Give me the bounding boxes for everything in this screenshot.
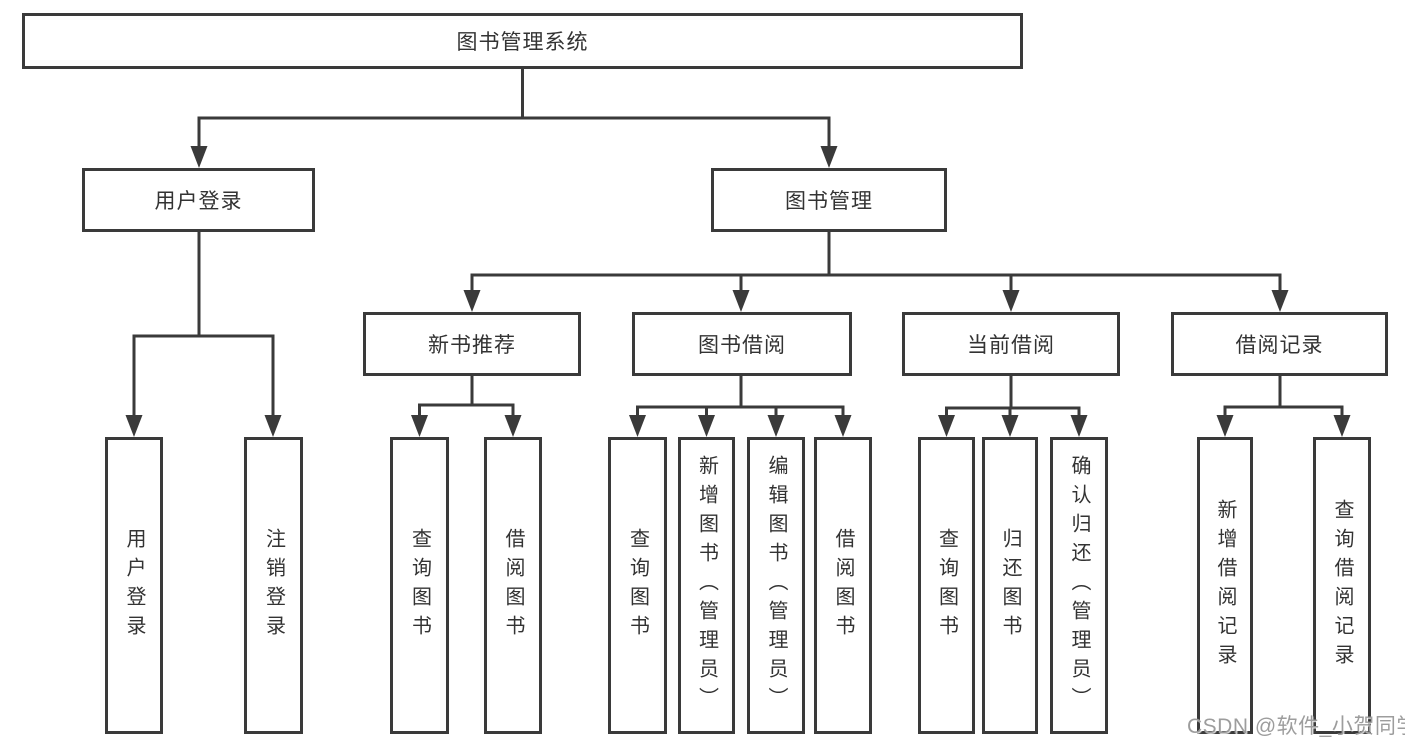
node-label: 用户登录 [123, 527, 145, 644]
node-label: 借阅图书 [832, 527, 854, 644]
leaf-query-books-borrowing: 查询图书 [608, 437, 667, 734]
node-new-book-recommend: 新书推荐 [363, 312, 581, 376]
node-book-borrowing: 图书借阅 [632, 312, 852, 376]
node-label: 查询图书 [408, 527, 431, 644]
connector-new-book-recommend-to-leaves [411, 376, 522, 437]
node-label: 借阅图书 [502, 527, 524, 644]
leaf-add-borrow-record: 新增借阅记录 [1197, 437, 1253, 734]
leaf-logout: 注销登录 [244, 437, 303, 734]
leaf-borrow-books-recommend: 借阅图书 [484, 437, 542, 734]
node-label: 新增借阅记录 [1214, 498, 1236, 673]
leaf-query-books-current: 查询图书 [918, 437, 975, 734]
connector-current-borrowing-to-leaves [938, 376, 1088, 437]
node-label: 图书管理系统 [456, 31, 589, 54]
node-label: 新增图书（管理员） [695, 455, 718, 716]
connector-root-to-level2 [190, 69, 838, 168]
node-label: 查询图书 [626, 527, 649, 644]
leaf-add-book-admin: 新增图书（管理员） [678, 437, 735, 734]
leaf-edit-book-admin: 编辑图书（管理员） [747, 437, 805, 734]
node-label: 归还图书 [999, 527, 1021, 644]
node-user-login: 用户登录 [82, 168, 315, 232]
node-label: 当前借阅 [967, 334, 1055, 357]
node-library-management-system: 图书管理系统 [22, 13, 1023, 69]
leaf-return-book: 归还图书 [982, 437, 1038, 734]
watermark-text: CSDN @软件_小贺同学 [1187, 715, 1405, 738]
connector-user-login-to-leaves [125, 232, 282, 437]
connector-book-borrowing-to-leaves [629, 376, 852, 437]
node-label: 用户登录 [154, 190, 243, 213]
node-label: 图书管理 [785, 190, 873, 213]
node-book-management: 图书管理 [711, 168, 947, 232]
node-label: 图书借阅 [698, 334, 786, 357]
leaf-query-borrow-record: 查询借阅记录 [1313, 437, 1371, 734]
node-label: 查询借阅记录 [1331, 498, 1353, 673]
node-borrowing-records: 借阅记录 [1171, 312, 1388, 376]
node-label: 查询图书 [935, 527, 958, 644]
connector-book-management-to-level3 [463, 232, 1289, 312]
node-current-borrowing: 当前借阅 [902, 312, 1120, 376]
node-label: 新书推荐 [428, 334, 516, 357]
connector-borrowing-records-to-leaves [1216, 376, 1351, 437]
leaf-borrow-books-borrowing: 借阅图书 [814, 437, 872, 734]
node-label: 注销登录 [262, 527, 285, 644]
leaf-user-login: 用户登录 [105, 437, 163, 734]
node-label: 编辑图书（管理员） [765, 455, 787, 716]
node-label: 借阅记录 [1235, 334, 1324, 357]
node-label: 确认归还（管理员） [1068, 455, 1090, 716]
leaf-confirm-return-admin: 确认归还（管理员） [1050, 437, 1108, 734]
leaf-query-books-recommend: 查询图书 [390, 437, 449, 734]
